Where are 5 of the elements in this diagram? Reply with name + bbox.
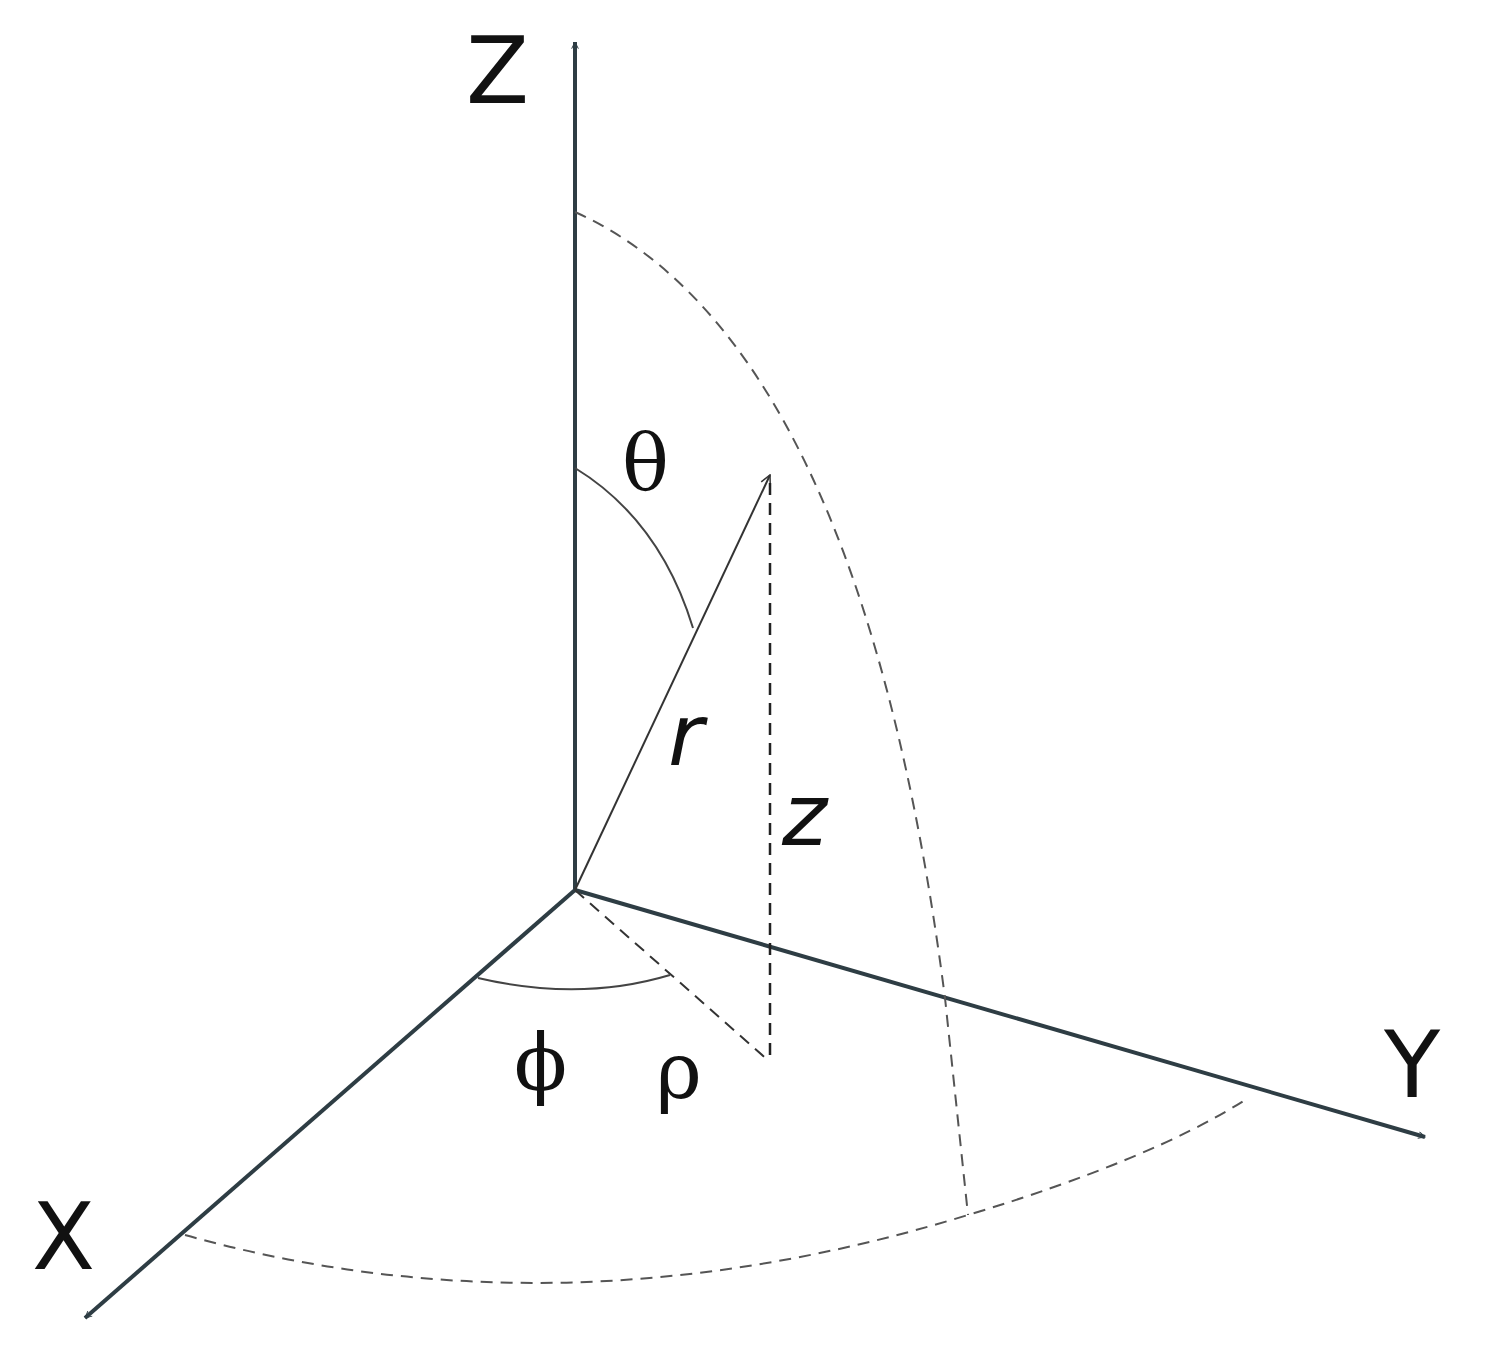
axis-label: z [782, 772, 828, 858]
axis-label: θ [622, 424, 669, 502]
axis-label: X [32, 1192, 96, 1284]
axis-label: Y [1384, 1020, 1441, 1112]
axis-label: Z [466, 26, 530, 118]
